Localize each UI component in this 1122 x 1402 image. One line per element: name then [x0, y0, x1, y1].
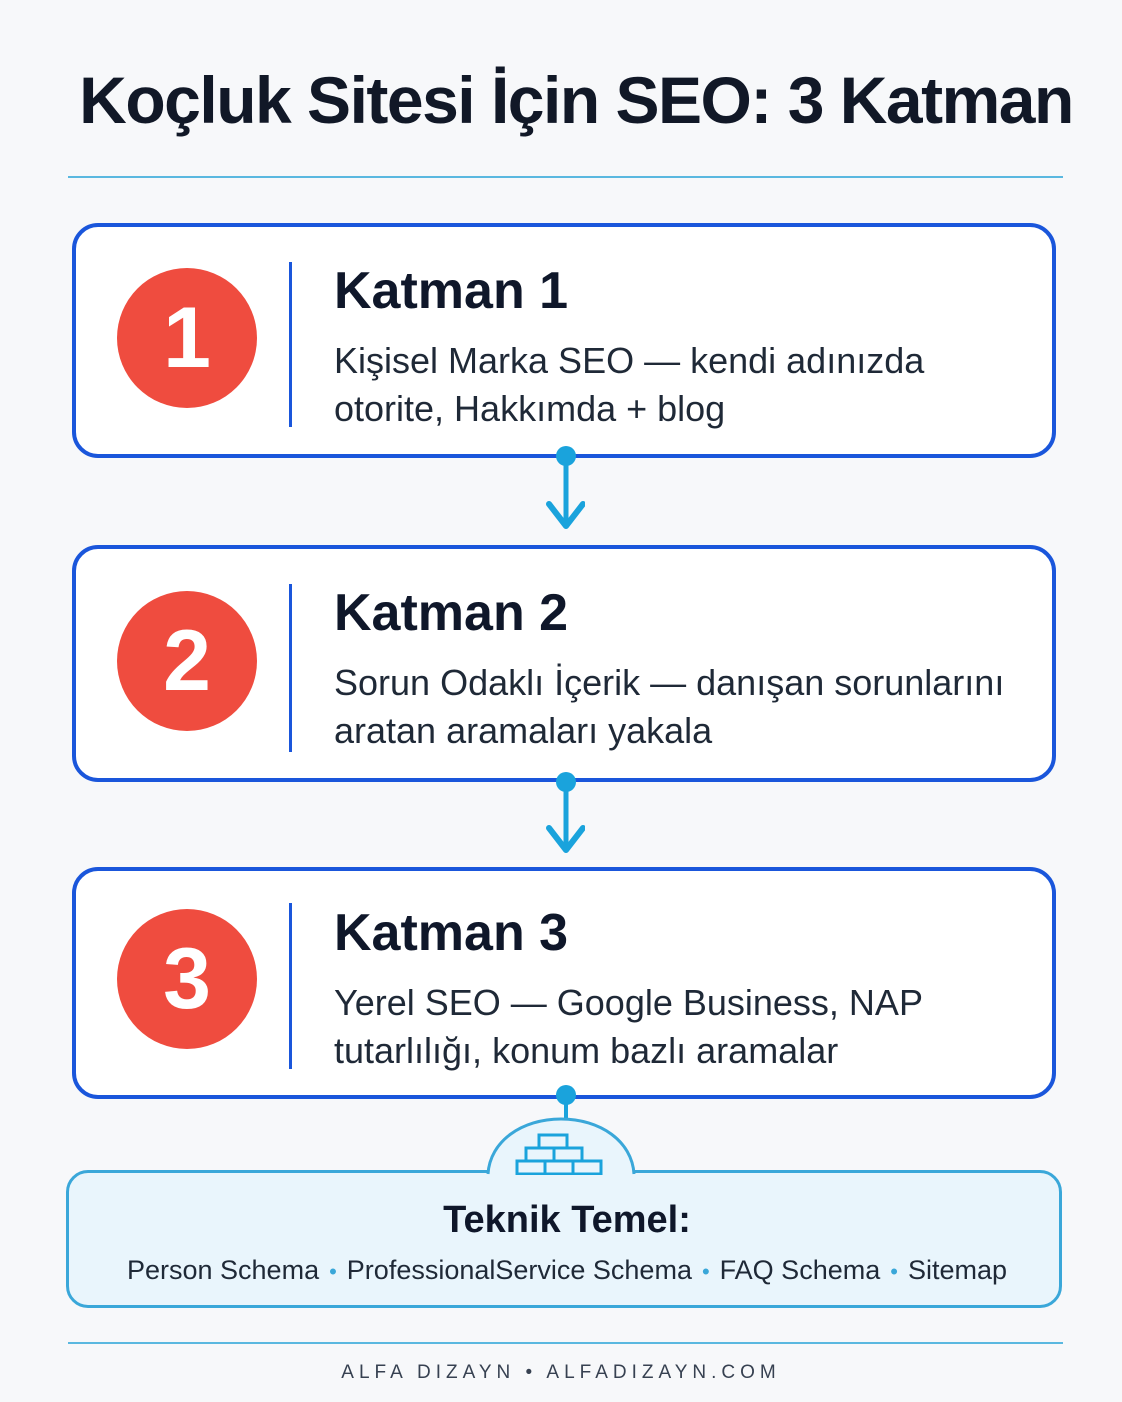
layer-description-line: Kişisel Marka SEO — kendi adınızda	[334, 340, 925, 381]
layer-divider	[289, 903, 292, 1069]
foundation-item: ProfessionalService Schema	[346, 1255, 692, 1285]
footer-credit: ALFA DIZAYN • ALFADIZAYN.COM	[341, 1362, 781, 1383]
layer-description: Kişisel Marka SEO — kendi adınızda otori…	[334, 337, 1034, 433]
layer-description-line: otorite, Hakkımda + blog	[334, 388, 726, 429]
foundation-item: Person Schema	[126, 1255, 320, 1285]
layer-divider	[289, 262, 292, 427]
down-arrow-icon	[546, 772, 585, 853]
layer-title: Katman 1	[334, 262, 569, 320]
brick-wall-icon	[486, 1117, 636, 1175]
separator-dot: •	[329, 1259, 337, 1284]
technical-foundation: Teknik Temel: Person Schema • Professional…	[66, 1170, 1062, 1308]
layer-number-badge: 3	[117, 909, 257, 1049]
layer-title: Katman 2	[334, 584, 569, 642]
layer-card-3: 3 Katman 3 Yerel SEO — Google Business, …	[72, 867, 1056, 1099]
bottom-divider	[68, 1342, 1063, 1344]
layer-description: Sorun Odaklı İçerik — danışan sorunların…	[334, 659, 1034, 755]
top-divider	[68, 176, 1063, 178]
separator-dot: •	[890, 1259, 898, 1284]
page-title: Koçluk Sitesi İçin SEO: 3 Katman	[79, 63, 1074, 137]
foundation-items: Person Schema • ProfessionalService Schema…	[69, 1255, 1065, 1286]
layer-description-line: Yerel SEO — Google Business, NAP	[334, 982, 923, 1023]
layer-description: Yerel SEO — Google Business, NAP tutarlı…	[334, 979, 1034, 1075]
foundation-item: Sitemap	[907, 1255, 1008, 1285]
layer-divider	[289, 584, 292, 752]
foundation-title: Teknik Temel:	[443, 1199, 691, 1241]
layer-description-line: tutarlılığı, konum bazlı aramalar	[334, 1030, 839, 1071]
layer-card-2: 2 Katman 2 Sorun Odaklı İçerik — danışan…	[72, 545, 1056, 782]
layer-title: Katman 3	[334, 904, 569, 962]
layer-number-badge: 1	[117, 268, 257, 408]
layer-description-line: Sorun Odaklı İçerik — danışan sorunların…	[334, 662, 1005, 703]
down-arrow-icon	[546, 446, 585, 529]
foundation-item: FAQ Schema	[719, 1255, 881, 1285]
layer-description-line: aratan aramaları yakala	[334, 710, 713, 751]
separator-dot: •	[701, 1259, 710, 1284]
layer-card-1: 1 Katman 1 Kişisel Marka SEO — kendi adı…	[72, 223, 1056, 458]
layer-number-badge: 2	[117, 591, 257, 731]
